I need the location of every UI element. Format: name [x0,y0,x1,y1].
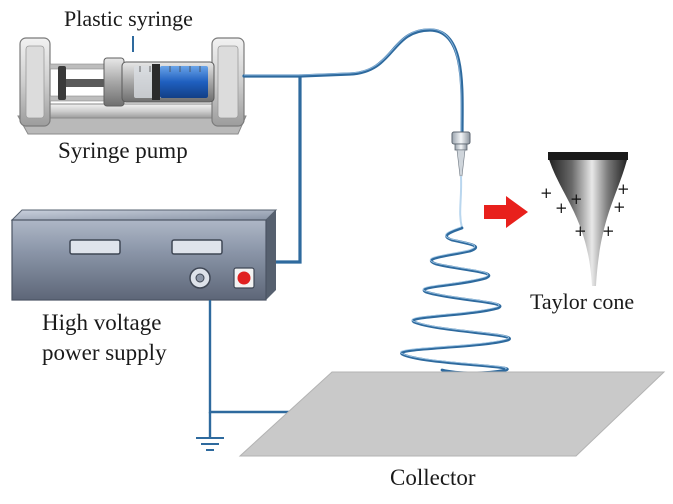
collector-label: Collector [390,465,476,490]
high-voltage-label: High voltage [42,310,162,335]
charge-symbols: + + + + + + + [540,180,630,240]
charge-plus: + [602,222,615,240]
syringe-pump [17,37,247,135]
polymer-jet [459,175,463,229]
display-slot-right [171,239,223,255]
high-voltage-power-supply [10,209,278,301]
taylor-cone-label: Taylor cone [530,289,635,314]
taylor-cone-image: + + + + + + + [540,152,630,286]
charge-plus: + [613,198,626,216]
charge-plus: + [540,184,553,202]
ground-wiring [208,300,292,438]
tubing [242,28,464,264]
charge-plus: + [617,180,630,198]
magnify-arrow [484,196,528,228]
charge-plus: + [570,190,583,208]
charge-plus: + [574,222,587,240]
whipping-spiral [400,226,511,375]
display-slot-left [69,239,121,255]
charge-plus: + [555,199,568,217]
syringe-pump-label: Syringe pump [58,138,188,163]
collector-plate [238,371,666,457]
ground-icon [196,437,224,451]
power-supply-label: power supply [42,340,167,365]
spinneret-nozzle [451,131,471,177]
plastic-syringe-label: Plastic syringe [64,6,193,31]
